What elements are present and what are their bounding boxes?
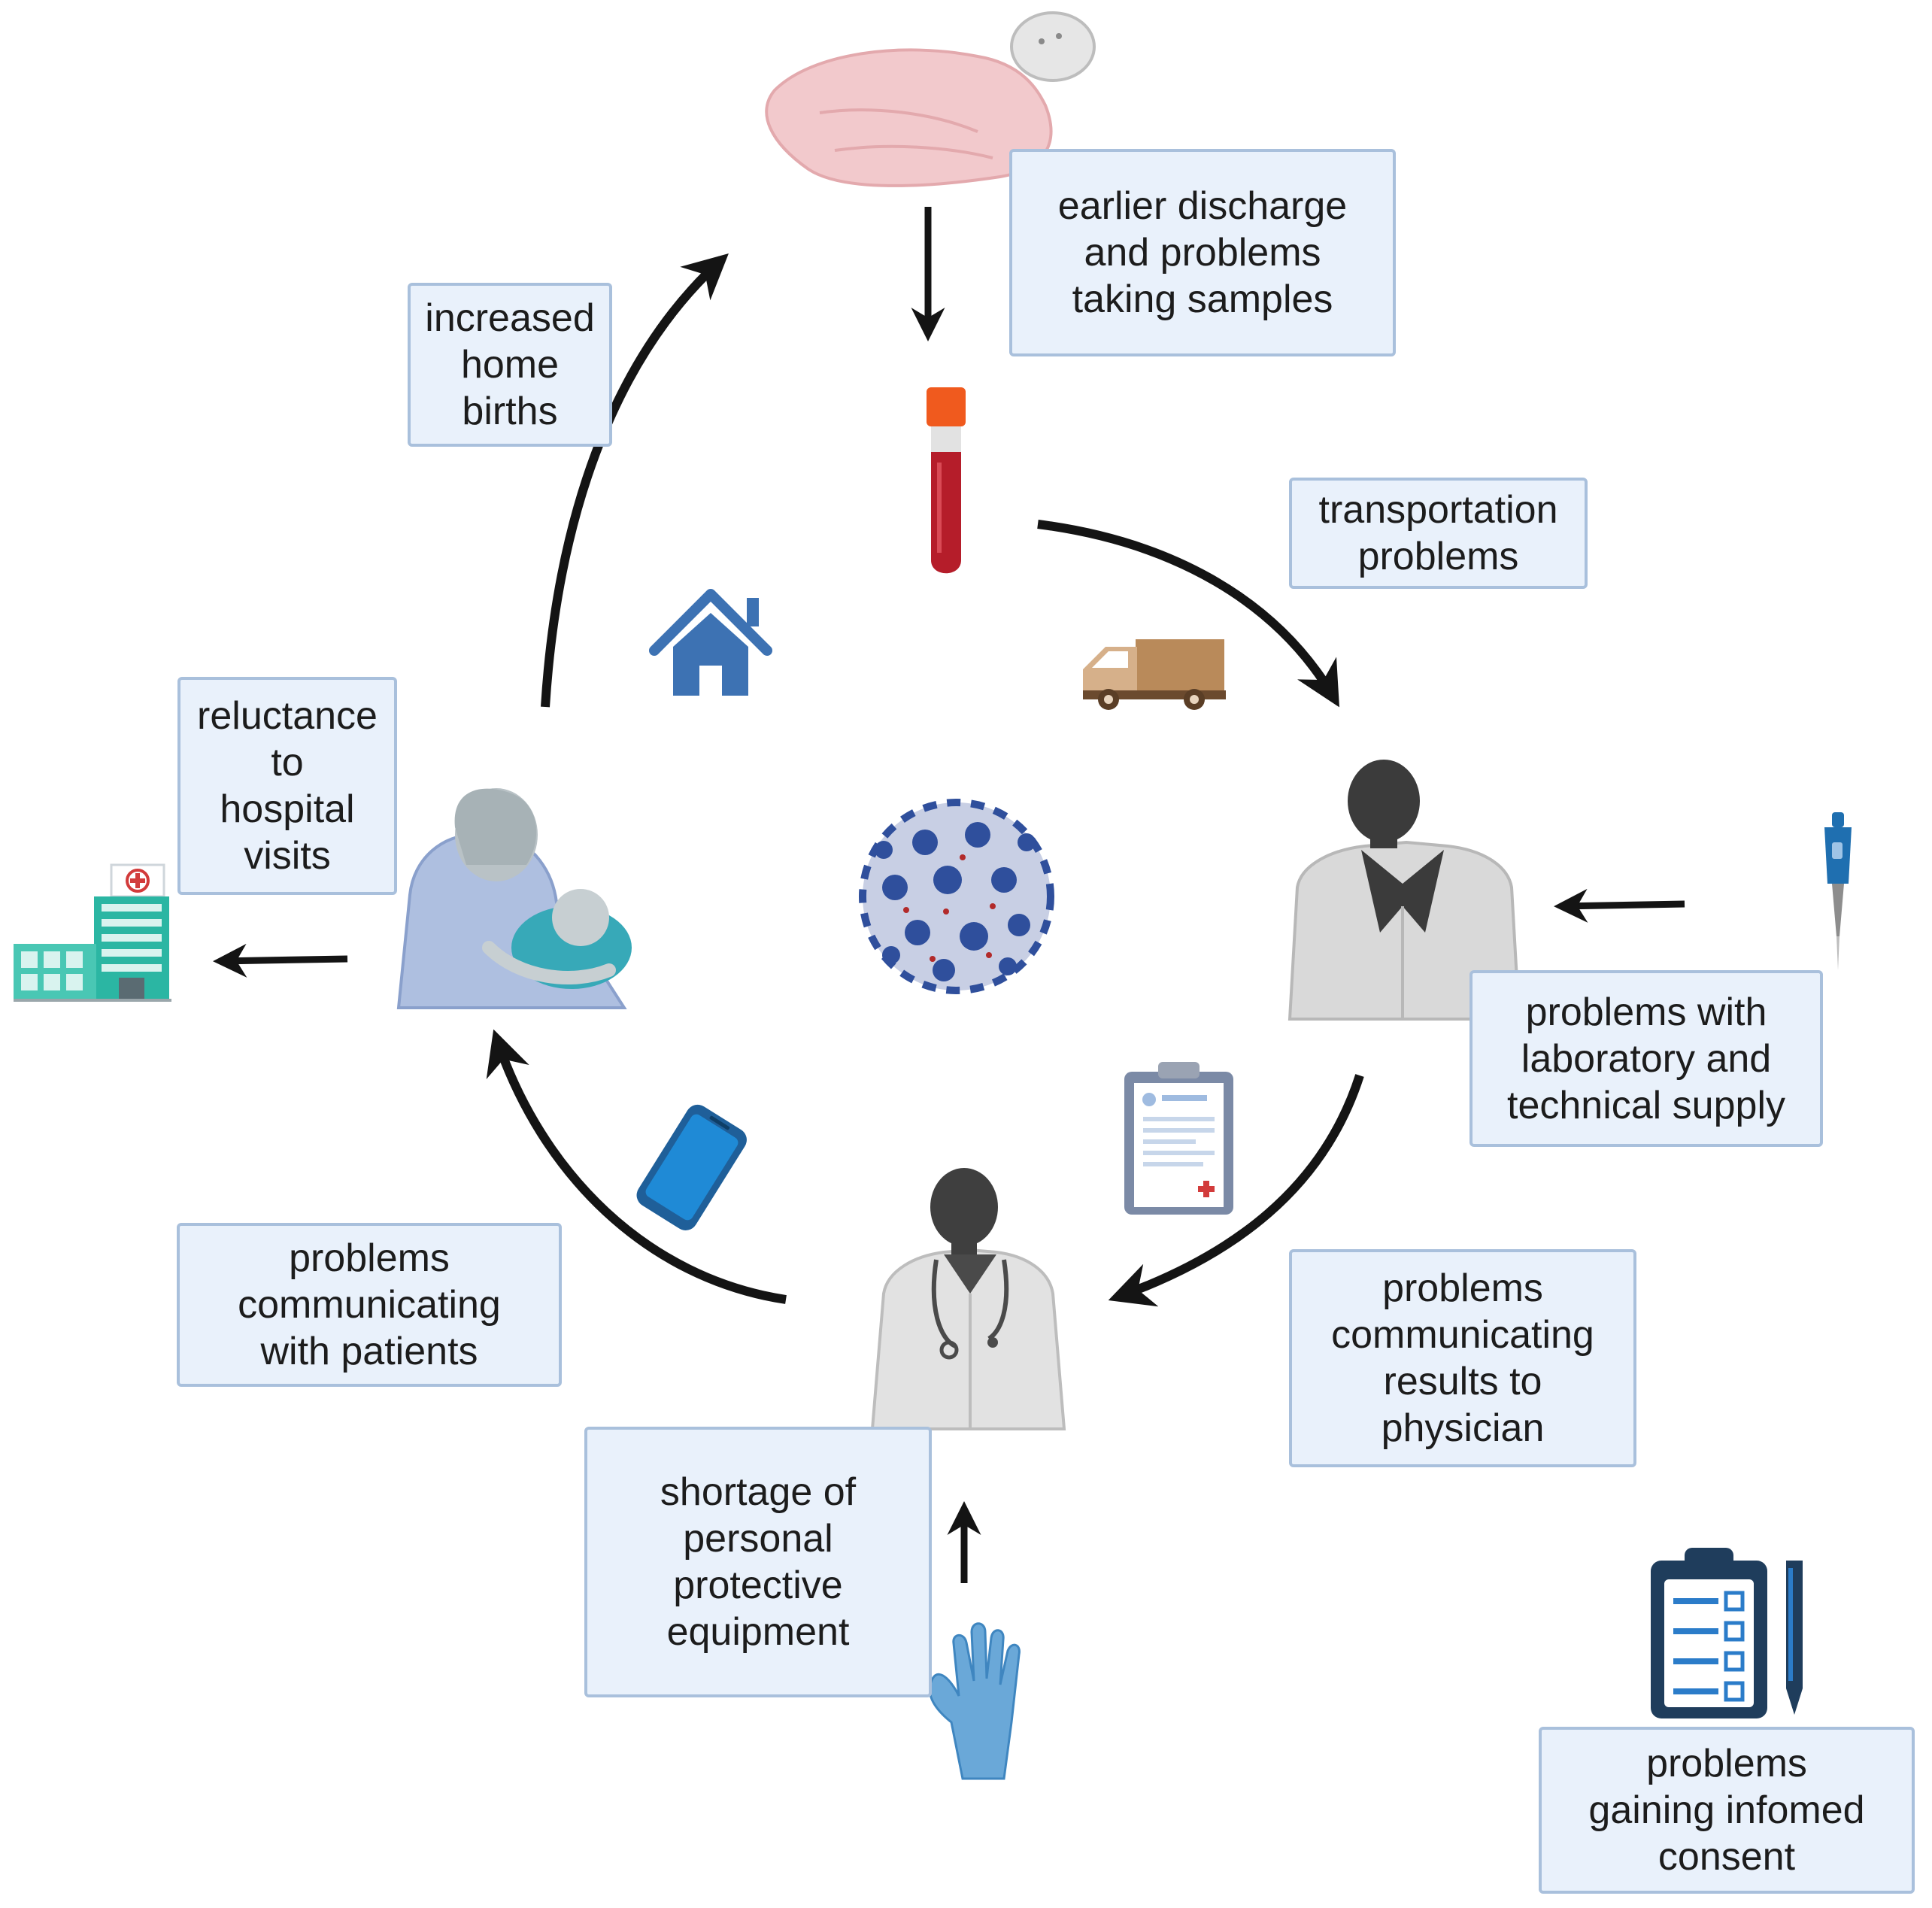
smartphone-icon xyxy=(636,1104,747,1230)
label-home-births-line-2: home xyxy=(460,343,560,387)
label-reluctance-line-3: hospital xyxy=(220,787,355,831)
medical-glove-icon xyxy=(928,1622,1021,1780)
label-home-births: increased home births xyxy=(408,283,612,447)
label-home-births-line-1: increased xyxy=(425,296,595,340)
label-comm-results: problems communicating results to physic… xyxy=(1289,1249,1636,1467)
label-earlier-discharge-line-2: and problems xyxy=(1084,231,1321,275)
pipette-icon xyxy=(1824,812,1852,970)
label-ppe-shortage-line-4: equipment xyxy=(666,1610,850,1654)
breastfeeding-mother-icon xyxy=(396,788,632,1009)
swaddled-newborn-icon xyxy=(765,11,1096,187)
label-ppe-shortage-line-2: personal xyxy=(683,1517,833,1561)
label-informed-consent-line-3: consent xyxy=(1658,1835,1796,1879)
cycle-arrow-to-mother xyxy=(486,1029,787,1304)
delivery-van-icon xyxy=(1083,639,1226,710)
label-home-births-line-3: births xyxy=(462,390,558,433)
label-earlier-discharge-line-1: earlier discharge xyxy=(1057,184,1348,228)
label-comm-results-line-4: physician xyxy=(1381,1406,1545,1450)
label-comm-results-line-3: results to xyxy=(1383,1360,1542,1403)
arrow-pipette-to-lab xyxy=(1554,888,1685,923)
label-reluctance-line-2: to xyxy=(271,741,304,784)
cycle-arrow-to-lab xyxy=(1037,520,1340,708)
label-reluctance-line-1: reluctance xyxy=(197,694,378,738)
label-comm-results-line-1: problems xyxy=(1382,1266,1543,1310)
label-reluctance-line-4: visits xyxy=(244,834,331,878)
label-earlier-discharge-line-3: taking samples xyxy=(1072,278,1333,321)
label-ppe-shortage: shortage of personal protective equipmen… xyxy=(584,1427,932,1697)
label-lab-supply-line-2: laboratory and xyxy=(1521,1036,1772,1081)
coronavirus-icon xyxy=(859,799,1054,994)
clipboard-report-icon xyxy=(1124,1062,1233,1215)
lab-technician-icon xyxy=(1287,760,1521,1021)
label-earlier-discharge: earlier discharge and problems taking sa… xyxy=(1009,149,1396,356)
label-transportation-line-2: problems xyxy=(1357,535,1519,578)
cycle-arrow-to-physician xyxy=(1108,1074,1364,1307)
label-informed-consent-line-1: problems xyxy=(1646,1742,1807,1785)
label-ppe-shortage-line-1: shortage of xyxy=(660,1470,857,1514)
label-informed-consent-line-2: gaining infomed xyxy=(1588,1788,1865,1832)
label-comm-patients: problems communicating with patients xyxy=(177,1223,562,1387)
hospital-building-icon xyxy=(14,863,171,1002)
checklist-clipboard-icon xyxy=(1651,1548,1803,1718)
label-transportation: transportation problems xyxy=(1289,478,1588,589)
label-comm-patients-line-3: with patients xyxy=(260,1330,478,1373)
label-comm-results-line-2: communicating xyxy=(1331,1313,1594,1357)
label-reluctance: reluctance to hospital visits xyxy=(177,677,397,895)
blood-sample-tube-icon xyxy=(927,387,966,574)
label-transportation-line-1: transportation xyxy=(1318,488,1558,532)
label-informed-consent: problems gaining infomed consent xyxy=(1539,1727,1915,1894)
cycle-arrow-to-newborn xyxy=(541,253,729,708)
arrow-mother-to-hospital xyxy=(213,943,348,978)
label-lab-supply-line-3: technical supply xyxy=(1507,1083,1785,1127)
label-ppe-shortage-line-3: protective xyxy=(673,1564,843,1607)
label-lab-supply: problems with laboratory and technical s… xyxy=(1469,970,1823,1147)
physician-stethoscope-icon xyxy=(870,1168,1066,1430)
label-comm-patients-line-2: communicating xyxy=(238,1283,501,1327)
label-lab-supply-line-1: problems with xyxy=(1525,990,1767,1034)
house-icon xyxy=(649,589,772,696)
label-comm-patients-line-1: problems xyxy=(289,1236,450,1280)
